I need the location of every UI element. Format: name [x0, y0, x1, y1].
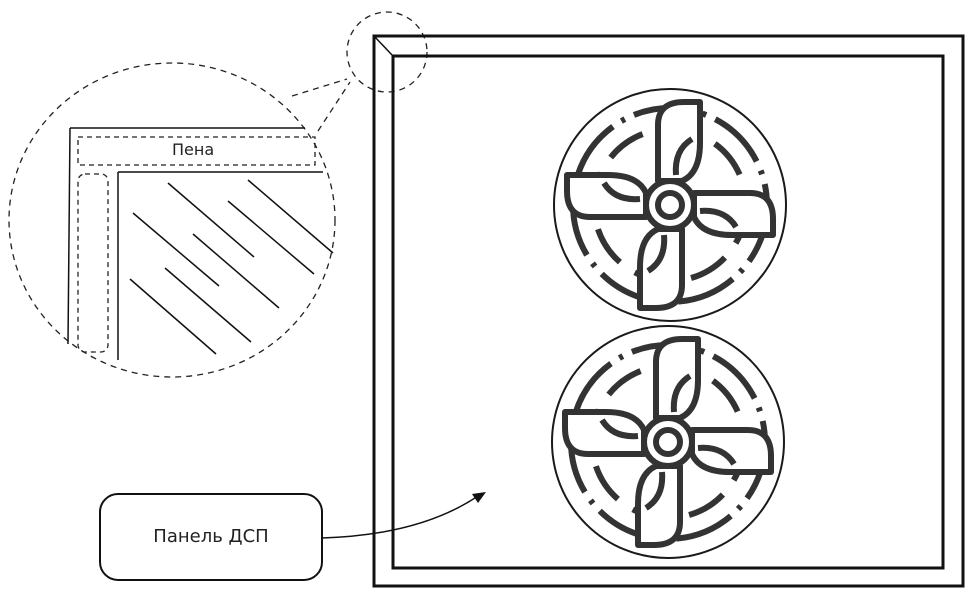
fan-icon	[554, 89, 786, 321]
foam-strip	[77, 136, 316, 166]
fan-icon	[552, 326, 784, 558]
panel-hatching	[129, 179, 334, 355]
foam-strip-vertical	[77, 173, 109, 353]
arrow-head-icon	[472, 492, 486, 503]
cabinet-frame	[372, 34, 965, 588]
zoom-detail-circle	[8, 11, 428, 378]
panel-label: Панель ДСП	[153, 526, 269, 547]
panel-callout	[99, 492, 486, 581]
foam-label: Пена	[172, 140, 215, 159]
